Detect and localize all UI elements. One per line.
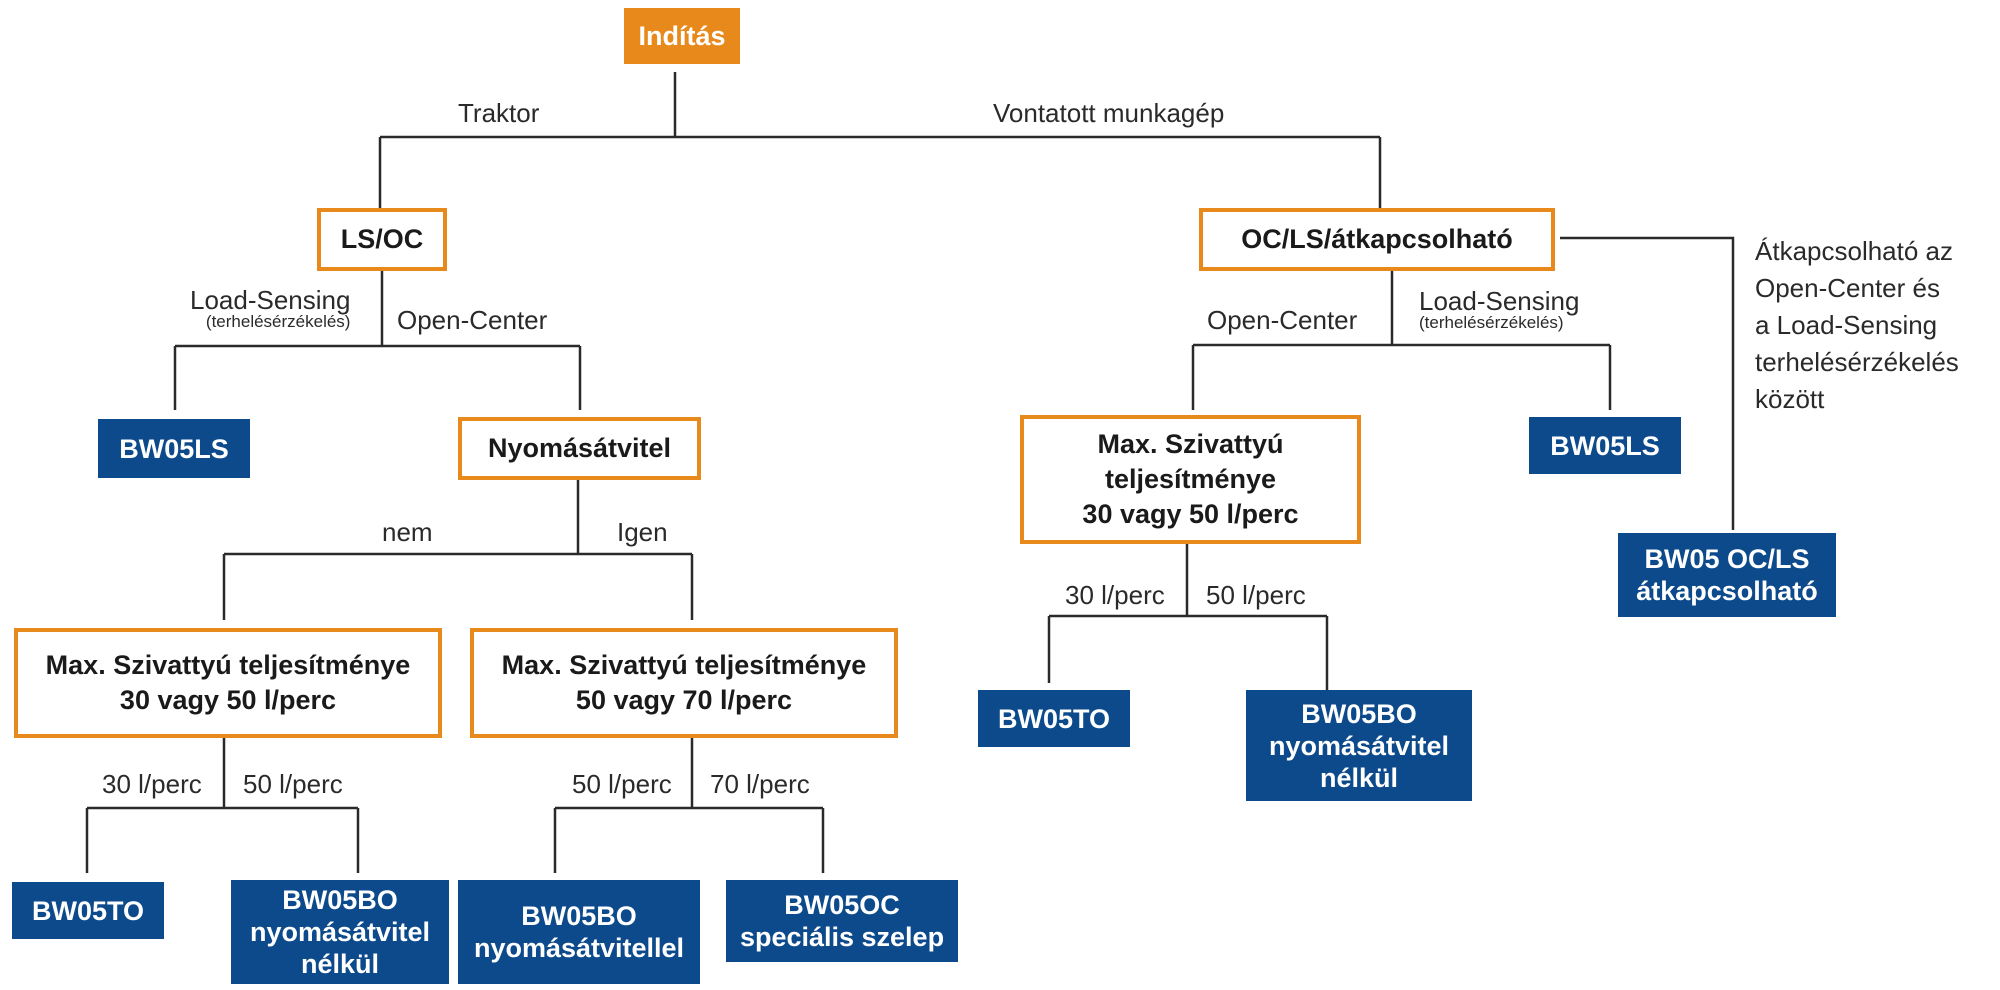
pump-decision-30-50: Max. Szivattyú teljesítménye 30 vagy 50 … [14, 628, 442, 738]
connector-towed-pump [1047, 544, 1329, 690]
towed-result-bw05bo-line2: nyomásátvitel [1268, 730, 1450, 761]
towed-result-bw05bo-line1: BW05BO [1301, 698, 1417, 729]
towed-pump-50-label: 50 l/perc [1206, 580, 1306, 610]
pump-decision-50-70: Max. Szivattyú teljesítménye 50 vagy 70 … [470, 628, 898, 738]
towed-result-bw05to: BW05TO [978, 690, 1130, 747]
pump-decision-30-50-line2: 30 vagy 50 l/perc [119, 685, 337, 715]
tractor-result-bw05bo-with-pressure: BW05BO nyomásátvitellel [458, 880, 700, 984]
connector-switchable [1560, 236, 1735, 530]
towed-load-sensing-label: Load-Sensing (terhelésérzékelés) [1419, 286, 1579, 332]
switchable-note-line1: Átkapcsolható az [1755, 236, 1954, 266]
pressure-transfer-decision: Nyomásátvitel [458, 417, 701, 480]
towed-result-switchable-line2: átkapcsolható [1636, 576, 1818, 606]
pressure-no-label: nem [382, 517, 433, 547]
connector-tractor-lsoc [173, 271, 582, 410]
tractor-result-bw05ls: BW05LS [98, 419, 250, 478]
towed-open-center-label: Open-Center [1207, 305, 1358, 335]
connector-pressure [222, 480, 694, 620]
tractor-result-bw05to: BW05TO [12, 882, 164, 939]
tractor-open-center-label: Open-Center [397, 305, 548, 335]
switchable-note-line5: között [1755, 384, 1825, 414]
right-pump-50-label: 50 l/perc [572, 769, 672, 799]
pump-decision-50-70-line2: 50 vagy 70 l/perc [575, 685, 793, 715]
connector-towed [1191, 271, 1612, 410]
branch-label-towed: Vontatott munkagép [993, 98, 1225, 128]
towed-oc-ls-switchable-label: OC/LS/átkapcsolható [1241, 224, 1513, 254]
towed-load-sensing-text: Load-Sensing [1419, 286, 1580, 316]
switchable-note-line2: Open-Center és [1755, 273, 1940, 303]
start-node: Indítás [624, 8, 740, 64]
connector-pump-left [85, 738, 360, 873]
towed-pump-decision: Max. Szivattyú teljesítménye 30 vagy 50 … [1020, 415, 1361, 544]
switchable-note-line3: a Load-Sensing [1755, 310, 1938, 340]
towed-result-bw05ls: BW05LS [1529, 417, 1681, 474]
tractor-load-sensing-label: Load-Sensing (terhelésérzékelés) [190, 285, 350, 331]
right-pump-70-label: 70 l/perc [710, 769, 810, 799]
towed-result-switchable-line1: BW05 OC/LS [1644, 544, 1810, 574]
branch-label-tractor: Traktor [458, 98, 540, 128]
towed-result-bw05ls-label: BW05LS [1550, 430, 1660, 461]
towed-result-bw05bo-line3: nélkül [1319, 762, 1399, 793]
towed-pump-line2: teljesítménye [1104, 464, 1277, 494]
towed-load-sensing-sub: (terhelésérzékelés) [1419, 313, 1564, 332]
tractor-load-sensing-sub: (terhelésérzékelés) [205, 312, 351, 331]
connector-start [378, 72, 1382, 210]
towed-pump-30-label: 30 l/perc [1065, 580, 1165, 610]
towed-result-bw05bo-no-pressure: BW05BO nyomásátvitel nélkül [1246, 690, 1472, 801]
tractor-result-bw05to-label: BW05TO [31, 895, 145, 926]
connector-pump-right [553, 738, 825, 873]
switchable-note: Átkapcsolható az Open-Center és a Load-S… [1755, 233, 1959, 418]
tractor-load-sensing-text: Load-Sensing [190, 285, 351, 315]
pressure-yes-label: Igen [617, 517, 668, 547]
start-label: Indítás [638, 20, 726, 51]
towed-pump-line3: 30 vagy 50 l/perc [1082, 499, 1299, 529]
pressure-transfer-label: Nyomásátvitel [487, 433, 672, 463]
tractor-result-bw05oc-line1: BW05OC [784, 890, 900, 920]
towed-pump-line1: Max. Szivattyú [1097, 429, 1284, 459]
tractor-result-bw05oc-special-valve: BW05OC speciális szelep [726, 880, 958, 962]
left-pump-30-label: 30 l/perc [102, 769, 202, 799]
tractor-result-bw05oc-line2: speciális szelep [739, 922, 945, 952]
tractor-result-bw05bo-no-line1: BW05BO [282, 885, 398, 915]
tractor-ls-oc-decision: LS/OC [317, 208, 447, 271]
tractor-result-bw05bo-with-line2: nyomásátvitellel [473, 933, 685, 963]
tractor-result-bw05bo-no-pressure: BW05BO nyomásátvitel nélkül [231, 880, 449, 984]
tractor-result-bw05bo-no-line3: nélkül [300, 949, 380, 979]
tractor-ls-oc-label: LS/OC [340, 224, 424, 254]
pump-decision-30-50-line1: Max. Szivattyú teljesítménye [45, 650, 411, 680]
pump-decision-50-70-line1: Max. Szivattyú teljesítménye [501, 650, 867, 680]
towed-result-bw05-oc-ls-switchable: BW05 OC/LS átkapcsolható [1618, 533, 1836, 617]
tractor-result-bw05bo-no-line2: nyomásátvitel [249, 917, 431, 947]
tractor-result-bw05ls-label: BW05LS [119, 433, 229, 464]
left-pump-50-label: 50 l/perc [243, 769, 343, 799]
towed-oc-ls-switchable-decision: OC/LS/átkapcsolható [1199, 208, 1555, 271]
towed-result-bw05to-label: BW05TO [997, 703, 1111, 734]
switchable-note-line4: terhelésérzékelés [1755, 347, 1959, 377]
tractor-result-bw05bo-with-line1: BW05BO [521, 901, 637, 931]
